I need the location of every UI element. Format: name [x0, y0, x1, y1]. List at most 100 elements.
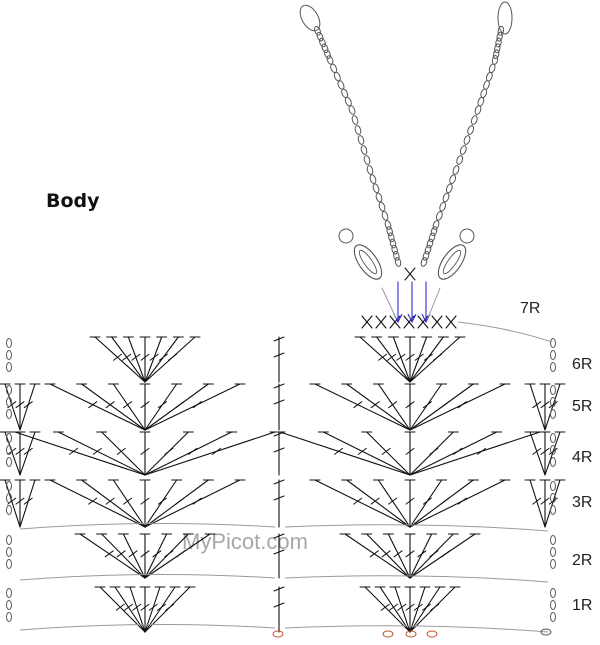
- row-label-5r: 5R: [572, 398, 593, 415]
- petal-icon: [353, 244, 383, 280]
- left-strap-chain-icon: [363, 155, 371, 165]
- edge-chain-left-icon: [6, 409, 12, 419]
- right-strap-chain-icon: [426, 238, 434, 249]
- edge-chain-left-icon: [6, 493, 12, 503]
- left-strap-chain-icon: [394, 257, 402, 267]
- left-r3-treble-mark-icon: [192, 497, 202, 505]
- right-r1-treble-mark-icon: [380, 603, 390, 611]
- edge-chain-left-icon: [6, 588, 12, 598]
- right-r6-treble-mark-icon: [414, 353, 424, 361]
- center-post-mark-icon: [273, 549, 285, 555]
- right-r4-treble-mark-icon: [381, 447, 391, 455]
- left-strap-chain-icon: [319, 37, 326, 48]
- right-r3-stitch-icon: [314, 479, 411, 528]
- right-r1-stitch-icon: [409, 586, 426, 633]
- left-strap-chain-icon: [360, 145, 368, 155]
- diagram-title: Body: [46, 190, 100, 212]
- right-r2-stitch-icon: [387, 533, 411, 579]
- left-r6-stitch-icon: [144, 336, 163, 383]
- petal-inner-icon: [358, 249, 378, 275]
- left-strap-chain-icon: [381, 210, 389, 221]
- edge-chain-right-icon: [550, 457, 556, 467]
- edge-right-r3-treble-mark-icon: [540, 497, 550, 505]
- left-r2-stitch-icon: [144, 533, 168, 579]
- turning-arrow-left-icon: [19, 573, 276, 581]
- turning-arrow-left-icon: [19, 623, 276, 631]
- edge-chain-right-icon: [550, 397, 556, 407]
- right-r4-treble-mark-icon: [453, 447, 463, 455]
- edge-chain-left-icon: [6, 535, 12, 545]
- right-r4-treble-mark-icon: [477, 447, 486, 455]
- edge-chain-left-icon: [6, 559, 12, 569]
- left-r2-treble-mark-icon: [164, 550, 174, 558]
- petal-inner-icon: [442, 249, 462, 275]
- left-r2-stitch-icon: [101, 533, 146, 579]
- right-r2-stitch-icon: [366, 533, 411, 579]
- right-r5-stitch-icon: [346, 383, 411, 431]
- left-r3-treble-mark-icon: [123, 497, 133, 505]
- right-r5-treble-mark-icon: [422, 401, 432, 409]
- edge-chain-right-icon: [550, 535, 556, 545]
- edge-chain-right-icon: [550, 362, 556, 372]
- left-strap-chain-icon: [351, 115, 359, 125]
- left-r2-treble-mark-icon: [176, 550, 186, 558]
- left-r4-treble-mark-icon: [116, 447, 126, 455]
- center-post-mark-icon: [273, 495, 285, 501]
- center-post-mark-icon: [273, 479, 285, 485]
- right-r5-treble-mark-icon: [440, 401, 450, 409]
- left-r5-stitch-icon: [49, 383, 146, 431]
- left-r3-stitch-icon: [81, 479, 146, 528]
- right-r1-treble-mark-icon: [389, 603, 398, 611]
- edge-right-r5-stitch-icon: [529, 383, 546, 431]
- edge-chain-right-icon: [550, 612, 556, 622]
- turning-arrow-right-icon: [284, 575, 549, 583]
- right-r2-treble-mark-icon: [441, 550, 451, 558]
- left-r6-treble-mark-icon: [158, 353, 168, 361]
- right-r4-treble-mark-icon: [405, 447, 415, 455]
- right-strap-chain-icon: [428, 232, 436, 243]
- edge-right-r3-stitch-icon: [544, 479, 561, 528]
- edge-chain-left-icon: [6, 362, 12, 372]
- left-r6-stitch-icon: [111, 336, 146, 383]
- left-strap-chain-icon: [378, 201, 386, 212]
- right-strap-chain-icon: [452, 165, 460, 175]
- right-strap-chain-icon: [442, 192, 450, 203]
- left-strap-chain-icon: [316, 31, 324, 42]
- edge-right-r3-treble-mark-icon: [532, 497, 542, 505]
- center-post-mark-icon: [273, 447, 285, 453]
- edge-chain-left-icon: [6, 481, 12, 491]
- right-strap-chain-icon: [496, 31, 503, 42]
- edge-chain-right-icon: [550, 350, 556, 360]
- right-r5-treble-mark-icon: [353, 401, 363, 409]
- right-strap-chain-icon: [435, 211, 443, 221]
- right-r3-stitch-icon: [409, 479, 443, 528]
- right-r2-treble-mark-icon: [405, 550, 415, 558]
- right-r3-treble-mark-icon: [370, 497, 380, 505]
- left-r1-treble-mark-icon: [148, 603, 158, 611]
- gray-guide-line-icon: [427, 287, 441, 319]
- right-strap-chain-icon: [422, 250, 430, 261]
- edge-left-r4-stitch-icon: [4, 431, 21, 476]
- left-r3-treble-mark-icon: [157, 497, 167, 505]
- right-r4-treble-mark-icon: [334, 447, 343, 455]
- right-r3-stitch-icon: [377, 479, 411, 528]
- right-r1-treble-mark-icon: [397, 603, 407, 611]
- left-strap-chain-icon: [369, 174, 377, 185]
- right-r3-treble-mark-icon: [353, 497, 363, 505]
- left-r3-stitch-icon: [49, 479, 146, 528]
- left-r1-treble-mark-icon: [140, 603, 150, 611]
- turning-arrow-left-icon: [19, 522, 276, 530]
- edge-chain-right-icon: [550, 433, 556, 443]
- left-strap-chain-icon: [391, 244, 398, 255]
- left-r3-stitch-icon: [144, 479, 178, 528]
- left-r5-treble-mark-icon: [88, 401, 98, 409]
- edge-left-r3-treble-mark-icon: [15, 497, 25, 505]
- left-r3-treble-mark-icon: [140, 497, 150, 505]
- right-r3-treble-mark-icon: [457, 497, 467, 505]
- left-r6-treble-mark-icon: [140, 353, 150, 361]
- right-r6-stitch-icon: [409, 336, 444, 383]
- left-r4-treble-mark-icon: [212, 447, 221, 455]
- bead-icon: [540, 628, 552, 636]
- left-strap-chain-icon: [388, 232, 395, 243]
